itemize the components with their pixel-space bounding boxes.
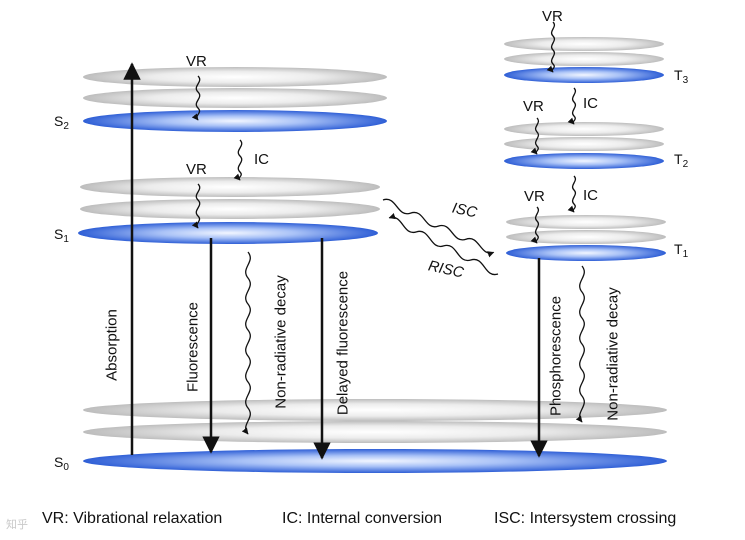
nonrad-singlet-label: Non-radiative decay [272,275,290,409]
vr-t2-wavy-arrow [530,117,540,155]
nonrad-triplet-wavy-arrow [575,265,585,423]
phosphorescence-label: Phosphorescence [547,295,565,417]
legend-vr: VR: Vibrational relaxation [42,510,223,527]
s0-levels [83,399,667,473]
delayed-fluorescence-label: Delayed fluorescence [334,270,352,416]
legend-isc: ISC: Intersystem crossing [494,510,677,527]
ic-label-t2-t1: IC [583,187,598,204]
vr-label-s1: VR [186,161,207,178]
vr-label-t2: VR [523,98,544,115]
state-label-s2: S2 [54,113,69,132]
nonrad-triplet-label: Non-radiative decay [604,287,622,421]
ic-label-s2-s1: IC [254,151,269,168]
state-label-s0: S0 [54,454,69,473]
vr-label-s2: VR [186,53,207,70]
vr-t3-wavy-arrow [546,21,556,73]
risc-wavy-arrow [388,212,499,276]
ic-s2-s1-wavy-arrow [233,139,243,181]
t1-ground-level [506,245,666,261]
isc-wavy-arrow [382,198,495,258]
s1-levels [78,177,380,244]
ic-t2-t1-wavy-arrow [567,175,577,213]
legend-ic: IC: Internal conversion [282,510,443,527]
vr-label-t1: VR [524,188,545,205]
vr-label-t3: VR [542,8,563,25]
s1-ground-level [78,222,378,244]
fluorescence-label: Fluorescence [184,301,202,393]
nonrad-singlet-wavy-arrow [241,251,251,435]
ic-label-t3-t2: IC [583,95,598,112]
t2-levels [504,122,664,169]
s2-levels [83,67,387,132]
vr-s1-wavy-arrow [191,183,201,229]
ic-t3-t2-wavy-arrow [567,87,577,125]
watermark-logo: 知乎 [6,519,28,531]
s2-ground-level [83,110,387,132]
t3-ground-level [504,67,664,83]
t1-levels [506,215,666,261]
state-label-t3: T3 [674,67,689,86]
state-label-t1: T1 [674,241,689,260]
absorption-label: Absorption [103,309,121,381]
t2-ground-level [504,153,664,169]
s0-ground-level [83,449,667,473]
vr-t1-wavy-arrow [530,206,540,244]
state-label-s1: S1 [54,226,69,245]
t3-levels [504,37,664,83]
state-label-t2: T2 [674,151,689,170]
vr-s2-wavy-arrow [191,75,201,121]
